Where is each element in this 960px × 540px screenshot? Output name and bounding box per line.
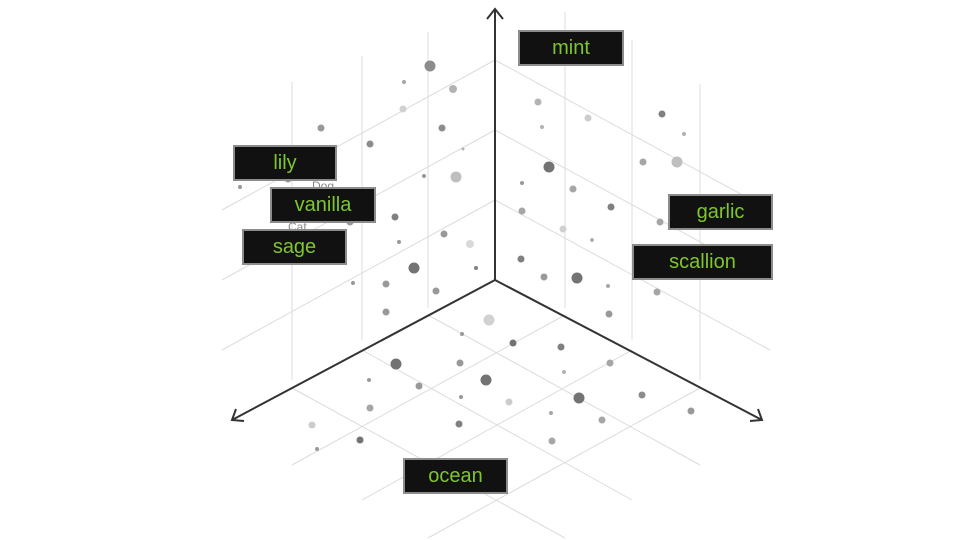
data-point	[438, 124, 446, 132]
data-point	[682, 132, 686, 136]
data-point	[607, 203, 615, 211]
data-point	[518, 207, 526, 215]
grid-line	[221, 59, 496, 211]
data-point	[590, 238, 594, 242]
data-point	[480, 374, 492, 386]
data-point	[366, 404, 374, 412]
axes	[230, 7, 764, 422]
data-point	[351, 281, 355, 285]
data-point	[671, 156, 683, 168]
data-point	[459, 395, 463, 399]
data-point	[382, 280, 390, 288]
data-point	[687, 407, 695, 415]
data-point	[390, 358, 402, 370]
data-point	[461, 147, 465, 151]
data-point	[534, 98, 542, 106]
data-point	[509, 339, 517, 347]
data-point	[238, 185, 242, 189]
data-point	[402, 80, 406, 84]
right-axis	[494, 279, 763, 421]
data-point	[315, 447, 319, 451]
data-point	[317, 124, 325, 132]
data-point	[483, 314, 495, 326]
data-point	[450, 171, 462, 183]
data-point	[356, 436, 364, 444]
data-point	[449, 85, 457, 93]
data-point	[415, 382, 423, 390]
data-point	[559, 225, 567, 233]
data-point	[422, 174, 426, 178]
left-axis	[231, 279, 496, 421]
grid-line	[221, 199, 496, 351]
data-point	[308, 421, 316, 429]
data-point	[424, 60, 436, 72]
label-scallion[interactable]: scallion	[632, 244, 773, 280]
data-point	[440, 230, 448, 238]
data-point	[543, 161, 555, 173]
data-point	[598, 416, 606, 424]
data-point	[367, 378, 371, 382]
data-point	[540, 125, 544, 129]
right-axis-arrowhead	[749, 408, 764, 422]
label-garlic[interactable]: garlic	[668, 194, 773, 230]
data-point	[540, 273, 548, 281]
data-point	[639, 158, 647, 166]
data-point	[606, 284, 610, 288]
data-point	[606, 359, 614, 367]
label-mint[interactable]: mint	[518, 30, 624, 66]
grid-lines	[221, 12, 771, 539]
data-point	[456, 359, 464, 367]
data-point	[573, 392, 585, 404]
data-point	[557, 343, 565, 351]
data-point	[408, 262, 420, 274]
data-point	[549, 411, 553, 415]
label-ocean[interactable]: ocean	[403, 458, 508, 494]
data-point	[569, 185, 577, 193]
grid-line	[427, 314, 701, 466]
data-point	[605, 310, 613, 318]
data-point	[391, 213, 399, 221]
data-point	[397, 240, 401, 244]
data-point	[366, 140, 374, 148]
data-point	[638, 391, 646, 399]
data-point	[505, 398, 513, 406]
data-point	[466, 240, 474, 248]
grid-line	[291, 314, 566, 466]
left-axis-arrowhead	[230, 408, 245, 422]
data-point	[432, 287, 440, 295]
data-point	[474, 266, 478, 270]
data-point	[399, 105, 407, 113]
grid-line	[494, 59, 771, 211]
data-point	[517, 255, 525, 263]
data-point	[382, 308, 390, 316]
label-sage[interactable]: sage	[242, 229, 347, 265]
data-point	[520, 181, 524, 185]
data-point	[658, 110, 666, 118]
data-point	[653, 288, 661, 296]
data-point	[584, 114, 592, 122]
data-point	[656, 218, 664, 226]
data-point	[548, 437, 556, 445]
label-vanilla[interactable]: vanilla	[270, 187, 376, 223]
data-point	[571, 272, 583, 284]
data-point	[460, 332, 464, 336]
vertical-axis-arrowhead	[486, 7, 504, 20]
label-lily[interactable]: lily	[233, 145, 337, 181]
data-point	[562, 370, 566, 374]
data-point	[455, 420, 463, 428]
grid-line	[427, 387, 701, 539]
